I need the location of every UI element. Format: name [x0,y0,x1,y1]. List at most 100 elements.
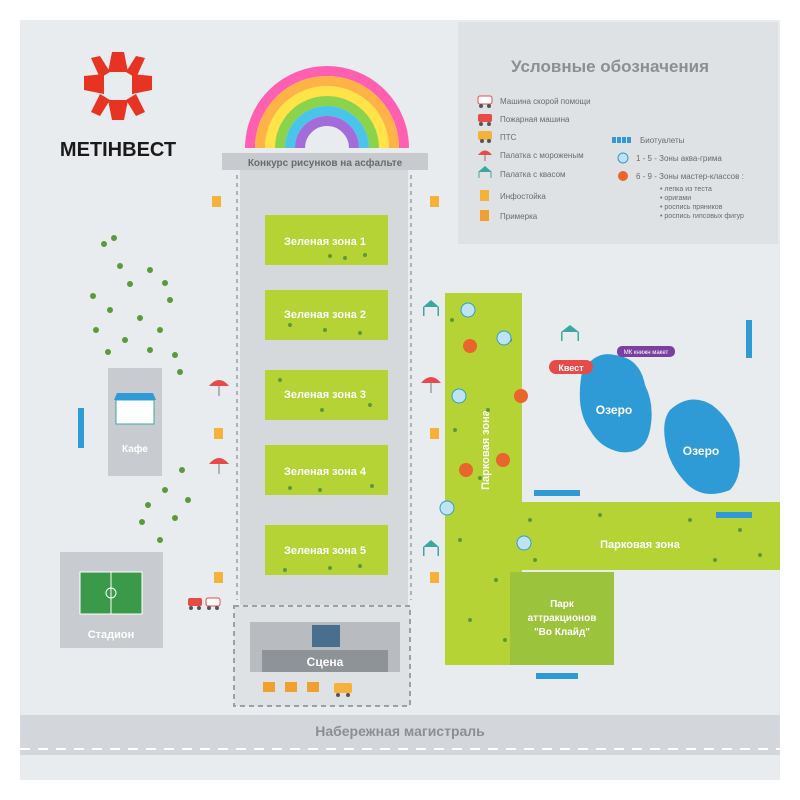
info-stand-icon [480,190,489,201]
tent-icon [561,325,579,341]
stadium-label: Стадион [88,629,135,641]
park-zone-vertical[interactable] [445,293,522,665]
green-zone-label: Зеленая зона 3 [284,389,366,401]
green-zone-3[interactable]: Зеленая зона 3 [265,370,388,420]
quest-badge-label: Квест [558,363,584,373]
lake-label: Озеро [596,403,632,417]
tent-icon [478,166,492,178]
brand-name: МЕТІНВЕСТ [60,139,176,161]
ambulance-icon [205,597,221,610]
road-label: Набережная магистраль [315,723,485,739]
quest-badge[interactable]: Квест [549,360,593,374]
legend-item-label: Палатка с мороженым [500,151,584,160]
toilets-icon [716,512,752,518]
amusement-park-label: аттракционов [528,613,597,624]
amusement-park[interactable]: Парк аттракционов "Во Клайд" [510,572,614,665]
green-zone-label: Зеленая зона 4 [284,466,367,478]
green-zone-label: Зеленая зона 2 [284,309,366,321]
aqua-makeup-zone-icon[interactable] [516,535,532,551]
green-zone-label: Зеленая зона 1 [284,236,366,248]
legend-sub-item: • роспись пряников [660,204,723,211]
aqua-makeup-zone-icon[interactable] [496,330,512,346]
aqua-makeup-zones [439,302,532,551]
legend-item-label: Палатка с квасом [500,170,566,179]
toilets-icon [536,673,578,679]
green-zones: Зеленая зона 1 Зеленая зона 2 Зеленая зо… [265,215,388,575]
umbrella-icon [209,458,229,474]
broadcast-van-icon [478,131,492,143]
legend-right-label: Биотуалеты [640,136,685,145]
zone-shrubs [278,253,374,572]
master-class-zone-icon[interactable] [463,339,477,353]
tent-icon [423,300,439,316]
legend-sub-item: • оригами [660,195,691,202]
stage[interactable] [262,650,388,672]
cafe-label: Кафе [122,443,148,455]
green-zone-1[interactable]: Зеленая зона 1 [265,215,388,265]
master-class-zone-icon[interactable] [496,453,510,467]
legend-title: Условные обозначения [511,57,709,76]
green-zone-2[interactable]: Зеленая зона 2 [265,290,388,340]
info-stand-icon [214,572,223,583]
aqua-makeup-zone-icon[interactable] [451,388,467,404]
fire-truck-icon [478,114,492,126]
master-class-zone-icon[interactable] [514,389,528,403]
legend-right-label: 6 - 9 - Зоны мастер-классов : [636,172,744,181]
master-class-zones [459,339,528,477]
asphalt-contest-banner [222,153,428,170]
toilets-icon [534,490,580,496]
fitting-room-icon [285,682,297,692]
legend-panel [458,22,778,244]
umbrella-icon [478,150,492,161]
legend-item-label: Инфостойка [500,192,546,201]
park-zone-vertical-label: Парковая зона [480,409,492,490]
tent-icon [423,540,439,556]
green-zone-5[interactable]: Зеленая зона 5 [265,525,388,575]
umbrella-icon [421,377,441,393]
legend-item-label: Пожарная машина [500,115,570,124]
legend-sub-item: • роспись гипсовых фигур [660,213,744,220]
lake-2[interactable]: Озеро [664,399,740,494]
mk-badge-label: МК книжн макет [624,350,669,356]
green-zone-4[interactable]: Зеленая зона 4 [265,445,388,495]
cafe[interactable]: Кафе [108,368,162,476]
park-zone-horizontal-label: Парковая зона [600,539,681,551]
amusement-park-label: Парк [550,599,575,610]
info-stand-icon [214,428,223,439]
stadium[interactable]: Стадион [60,552,163,648]
aqua-makeup-zone-icon [617,152,629,164]
info-stand-icon [212,196,221,207]
master-class-zone-icon[interactable] [459,463,473,477]
lake-1[interactable]: Озеро [579,354,652,453]
legend-item-label: Машина скорой помощи [500,97,591,106]
asphalt-contest-label: Конкурс рисунков на асфальте [248,157,403,169]
info-stand-icon [430,428,439,439]
legend-sub-item: • лепка из теста [660,186,712,193]
legend-item-label: Примерка [500,212,538,221]
aqua-makeup-zone-icon[interactable] [460,302,476,318]
road: Набережная магистраль [20,715,780,755]
toilets-icon [746,320,752,358]
alley-fence [236,175,412,600]
mk-badge[interactable]: МК книжн макет [617,346,675,357]
fitting-room-icon [307,682,319,692]
master-class-zone-icon [618,171,628,181]
info-stand-icon [430,196,439,207]
legend-items: Машина скорой помощи Пожарная машина ПТС… [477,95,591,221]
fire-truck-icon [188,598,202,610]
legend-right-items: Биотуалеты 1 - 5 - Зоны аква-грима 6 - 9… [612,136,744,220]
info-stand-icon [430,572,439,583]
fitting-room-icon [263,682,275,692]
stage-area: Сцена [233,605,411,707]
trees-left [90,235,191,543]
umbrella-icon [209,380,229,396]
green-zone-label: Зеленая зона 5 [284,545,366,557]
stage-label: Сцена [307,655,344,669]
toilets-icon [78,408,84,448]
fitting-room-icon [480,210,489,221]
aqua-makeup-zone-icon[interactable] [439,500,455,516]
metinvest-logo: МЕТІНВЕСТ [60,52,176,161]
ambulance-icon [477,95,493,108]
stage-screen-icon [312,625,340,647]
